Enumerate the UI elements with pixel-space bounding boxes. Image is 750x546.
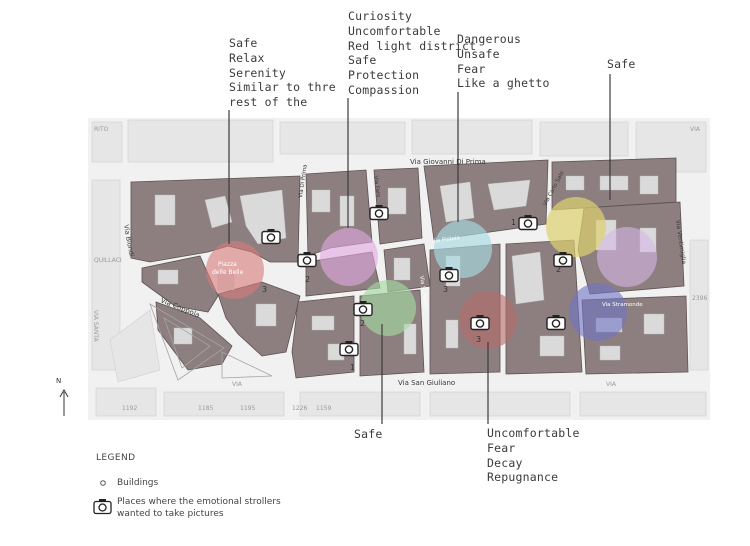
label-center-line: Compassion (348, 82, 420, 97)
street-piazza-2: delle Belle (212, 269, 244, 276)
street-via-pistoia: Via Pistoia (431, 235, 460, 245)
block-south-center-1 (291, 295, 355, 379)
bg-label-p3: 1195 (240, 405, 255, 412)
camera-icon (439, 267, 459, 283)
num-3b: 3 (443, 285, 448, 294)
legend-title: LEGEND (96, 453, 136, 463)
bg-label-quillaci: QUILLACI (94, 257, 122, 264)
label-dangerous-line: Fear (457, 61, 486, 76)
camera-icon (353, 301, 373, 317)
north-label: N (56, 377, 62, 385)
camera-icon (297, 252, 317, 268)
label-center-line: Protection (348, 68, 420, 83)
num-1b: 1 (511, 218, 516, 227)
street-via-giovanni: Via Giovanni Di Prima (410, 158, 486, 166)
legend-buildings-label: Buildings (117, 478, 159, 488)
num-3c: 3 (262, 285, 267, 294)
emotion-circle-pink (320, 228, 378, 286)
camera-icon (518, 215, 538, 231)
camera-icon (369, 205, 389, 221)
label-center-line: Red light district (348, 38, 477, 53)
street-via-pietro: Via S. Pietro (418, 275, 429, 309)
label-center-line: Uncomfortable (348, 23, 441, 38)
num-2b: 2 (305, 275, 310, 284)
emotion-circle-lavender (597, 227, 657, 287)
camera-icon (470, 315, 490, 331)
label-bottom-unc-line: Fear (487, 440, 516, 455)
street-via-di-prima: Via Di Prima (298, 164, 309, 198)
bg-label-via-b: VIA (232, 381, 243, 388)
num-2: 2 (360, 319, 365, 328)
street-via-stramonde: Via Stramonde (602, 302, 643, 308)
label-cluster-bottom-uncomfortable: Uncomfortable Fear Decay Repugnance (487, 426, 580, 485)
label-bottom-unc-line: Uncomfortable (487, 426, 580, 440)
buildings-legend-icon (100, 480, 106, 486)
label-cluster-dangerous: Dangerous Unsafe Fear Like a ghetto (457, 32, 550, 91)
street-via-nicosia: Via Nicosia (312, 293, 343, 302)
legend-camera-label: Places where the emotional strollers wan… (117, 496, 281, 520)
label-bottom-unc-line: Decay (487, 455, 523, 470)
label-west-line: rest of the (229, 95, 308, 110)
label-center-line: Safe (348, 53, 377, 68)
num-3: 3 (476, 335, 481, 344)
legend-camera-line: wanted to take pictures (117, 509, 224, 519)
label-cluster-center: Curiosity Uncomfortable Red light distri… (348, 9, 476, 98)
north-arrow-icon (59, 388, 69, 416)
emotion-circle-green (360, 280, 416, 336)
label-bottom-safe-line: Safe (354, 427, 383, 441)
label-dangerous-line: Unsafe (457, 46, 500, 61)
bg-label-p4: 2396 (692, 295, 707, 302)
background-blocks (91, 119, 709, 417)
legend-camera-line: Places where the emotional strollers (117, 497, 281, 507)
emotion-circle-yellow (546, 197, 606, 257)
triangle-buildings (149, 303, 273, 381)
bg-label-p1: 1192 (122, 405, 137, 412)
bg-label-p2: 1185 (198, 405, 213, 412)
bg-label-p5: 1226 (292, 405, 307, 412)
emotion-circles (206, 197, 657, 349)
label-east-line: Safe (607, 57, 636, 71)
camera-icon (261, 229, 281, 245)
emotion-circle-cyan (434, 220, 492, 278)
camera-icon (553, 252, 573, 268)
emotion-circle-blue (569, 283, 627, 341)
label-bottom-unc-line: Repugnance (487, 470, 559, 485)
label-center-line: Curiosity (348, 9, 413, 23)
label-dangerous-line: Like a ghetto (457, 76, 550, 91)
street-via-san-giuliano: Via San Giuliano (398, 379, 455, 387)
bg-label-rito: RITO (94, 126, 109, 133)
camera-icon (339, 341, 359, 357)
emotion-circle-red (206, 241, 264, 299)
bg-label-p6: 1159 (316, 405, 331, 412)
street-piazza-1: Piazza (218, 261, 237, 268)
bg-label-via-c: VIA (606, 381, 617, 388)
label-cluster-east: Safe (607, 57, 636, 72)
camera-legend-icon (93, 499, 112, 515)
label-dangerous-line: Dangerous (457, 32, 522, 46)
bg-label-via-a: VIA (690, 126, 701, 133)
label-cluster-bottom-safe: Safe (354, 427, 383, 442)
label-west-line: Similar to thre (229, 80, 336, 95)
camera-icons (261, 205, 573, 357)
street-via-faro: Via Faro (372, 175, 381, 198)
label-west-line: Relax (229, 50, 265, 65)
label-west-line: Serenity (229, 65, 286, 80)
bg-label-santa: VIA SANTA (92, 310, 99, 343)
background-texts: RITO VIA VIA VIA QUILLACI VIA SANTA 1192… (92, 126, 707, 412)
num-2c: 2 (556, 265, 561, 274)
camera-icon (546, 315, 566, 331)
label-cluster-west: Safe Relax Serenity Similar to thre rest… (229, 36, 336, 110)
num-1: 1 (350, 363, 355, 372)
label-west-line: Safe (229, 36, 258, 50)
leader-lines (228, 74, 611, 424)
